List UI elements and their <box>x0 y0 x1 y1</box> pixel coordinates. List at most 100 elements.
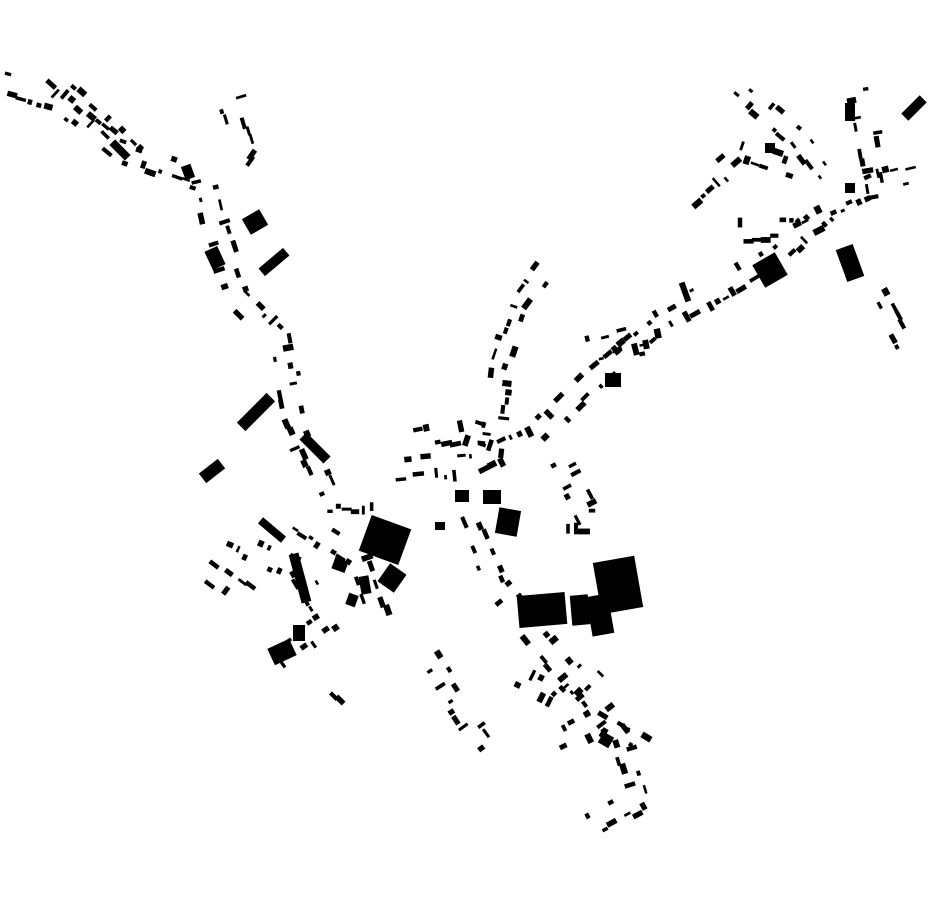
building <box>744 101 754 111</box>
building <box>312 540 321 550</box>
building <box>513 681 522 689</box>
building <box>443 474 448 480</box>
building <box>288 552 312 604</box>
building <box>609 371 618 379</box>
building <box>760 237 771 243</box>
building <box>299 432 331 464</box>
building <box>751 237 763 242</box>
building <box>308 605 314 613</box>
building <box>361 505 365 515</box>
building <box>845 103 855 121</box>
building <box>88 102 98 112</box>
building <box>279 660 287 669</box>
building <box>605 373 621 387</box>
building <box>588 359 600 371</box>
building <box>800 235 809 245</box>
building <box>85 111 97 122</box>
building <box>477 441 487 448</box>
building <box>308 535 314 541</box>
building <box>445 666 453 674</box>
building <box>876 301 883 310</box>
building <box>536 691 547 704</box>
building <box>121 160 129 167</box>
building <box>225 540 235 549</box>
building <box>516 591 568 629</box>
building <box>787 247 797 257</box>
building <box>477 721 486 730</box>
building <box>4 71 12 77</box>
building <box>203 579 216 590</box>
building <box>539 654 548 665</box>
building <box>573 686 584 697</box>
building <box>622 332 633 342</box>
building <box>771 147 785 157</box>
building <box>845 183 855 193</box>
building <box>521 297 533 311</box>
building <box>245 155 256 167</box>
building <box>109 139 131 161</box>
building <box>496 436 507 445</box>
building <box>733 261 742 272</box>
building <box>101 146 113 158</box>
building <box>897 318 907 330</box>
building <box>601 826 609 833</box>
building <box>117 125 127 135</box>
building <box>829 209 838 216</box>
building <box>817 174 823 180</box>
building <box>198 458 226 484</box>
building <box>616 720 624 728</box>
building <box>558 742 568 751</box>
building <box>212 266 226 274</box>
building <box>502 327 509 335</box>
building <box>504 389 512 396</box>
building <box>230 239 239 253</box>
building <box>198 197 203 203</box>
building <box>298 405 305 414</box>
building <box>267 638 297 666</box>
building <box>881 165 890 174</box>
building <box>212 184 219 190</box>
building <box>541 280 549 289</box>
building <box>487 367 495 379</box>
building <box>266 544 272 551</box>
building <box>434 681 446 691</box>
building <box>295 370 301 376</box>
building <box>812 224 826 236</box>
building <box>570 468 582 478</box>
building <box>758 268 766 278</box>
building <box>208 559 220 570</box>
building <box>560 724 568 732</box>
building <box>69 83 77 91</box>
building <box>353 576 361 586</box>
building <box>225 225 232 235</box>
building <box>486 459 498 470</box>
building <box>217 255 223 266</box>
building <box>666 303 677 313</box>
building <box>604 701 616 713</box>
building <box>255 301 266 312</box>
building <box>94 118 103 126</box>
building <box>771 257 780 266</box>
building <box>801 218 809 225</box>
building <box>598 383 604 390</box>
building <box>715 153 726 164</box>
building <box>377 596 386 609</box>
building <box>235 545 241 553</box>
building <box>440 439 453 448</box>
building <box>528 669 537 682</box>
building <box>789 218 794 223</box>
building <box>311 613 320 622</box>
building <box>523 278 530 285</box>
building <box>500 404 506 414</box>
building <box>861 167 874 175</box>
building <box>457 722 469 732</box>
building <box>302 429 312 439</box>
building <box>412 471 425 477</box>
building <box>358 514 412 566</box>
building <box>668 320 674 328</box>
building <box>256 539 265 548</box>
building <box>574 692 585 702</box>
building <box>631 342 640 356</box>
building <box>377 563 407 593</box>
building <box>845 199 853 206</box>
